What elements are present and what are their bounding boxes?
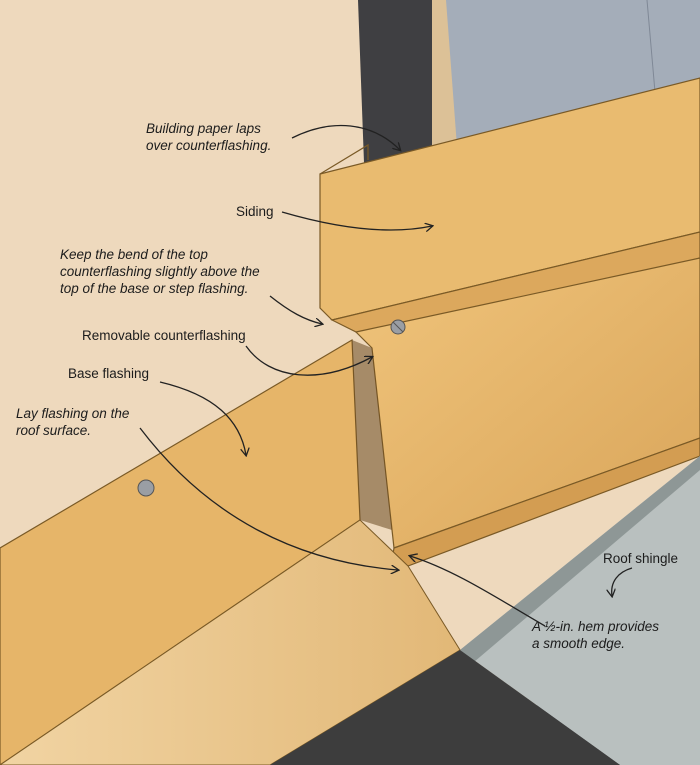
arrow-lay-flashing xyxy=(139,427,398,570)
counterflashing-top-bend xyxy=(319,143,369,175)
label-removable-counterflashing: Removable counterflashing xyxy=(82,328,246,343)
label-roof-shingle: Roof shingle xyxy=(603,551,679,566)
label-lay-flashing: Lay flashing on the roof surface. xyxy=(16,406,130,438)
base-flashing-screw xyxy=(137,479,155,497)
arrow-building-paper xyxy=(291,124,400,151)
roof-deck xyxy=(270,650,620,765)
label-base-flashing: Base flashing xyxy=(68,366,150,381)
arrow-removable xyxy=(245,345,372,376)
roof-shingle-edge xyxy=(460,456,700,662)
arrow-roof-shingle xyxy=(612,567,633,596)
label-siding: Siding xyxy=(236,204,274,219)
arrow-base-flashing xyxy=(159,381,246,455)
roof-shingle xyxy=(460,456,700,765)
label-building-paper: Building paper laps over counterflashing… xyxy=(146,121,272,153)
siding-seam xyxy=(646,0,656,93)
arrow-hem xyxy=(410,556,546,627)
arrow-siding xyxy=(281,211,432,230)
base-flashing-flange xyxy=(0,519,461,765)
shadow-gap xyxy=(352,340,392,530)
label-hem: A ½-in. hem provides a smooth edge. xyxy=(532,619,660,651)
label-keep-bend: Keep the bend of the top counterflashing… xyxy=(60,247,260,296)
arrow-keep-bend xyxy=(269,295,322,324)
